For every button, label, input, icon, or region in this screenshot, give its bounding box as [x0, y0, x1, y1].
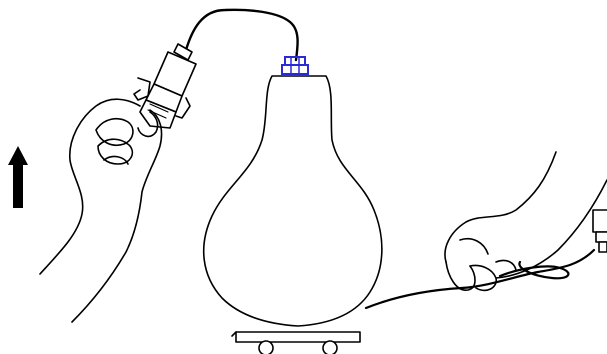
handheld-unit — [133, 43, 197, 129]
nozzle-cap-icon — [281, 56, 309, 75]
up-arrow-icon — [8, 146, 28, 208]
left-hand — [39, 98, 163, 323]
top-cable — [184, 8, 299, 62]
power-cord — [364, 248, 596, 310]
right-hand — [444, 151, 607, 292]
power-plug-icon — [592, 209, 607, 253]
diffuser-base — [231, 331, 361, 354]
diffuser-body — [202, 75, 383, 327]
